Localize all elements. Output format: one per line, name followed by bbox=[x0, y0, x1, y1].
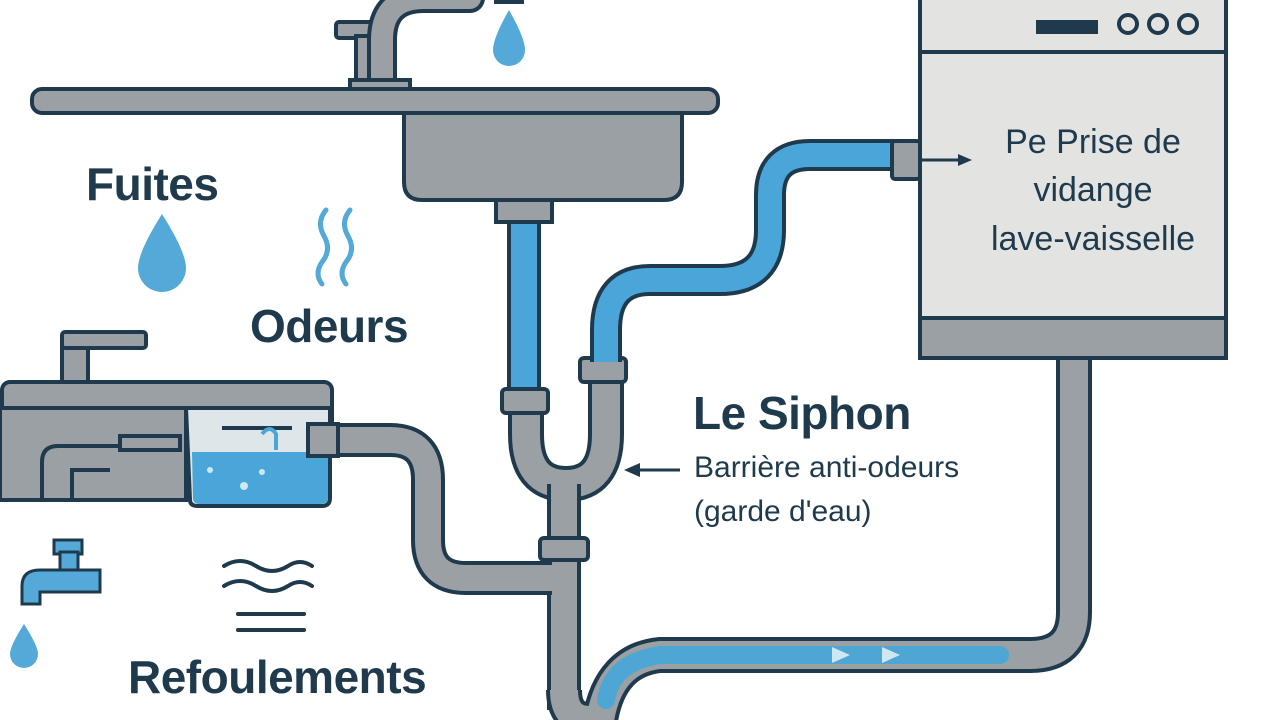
siphon-trap bbox=[500, 220, 628, 710]
water-drop-icon bbox=[10, 624, 38, 668]
sink-faucet-icon bbox=[334, 0, 524, 97]
dishwasher-label-line2: vidange bbox=[1033, 171, 1153, 210]
odor-waves-icon bbox=[315, 207, 354, 287]
backflow-label: Refoulements bbox=[128, 651, 427, 703]
dishwasher-drain-label: Pe Prise de vidange lave-vaisselle bbox=[940, 118, 1246, 263]
flow-arrow-icon bbox=[832, 647, 850, 663]
dishwasher-label-line3: lave-vaisselle bbox=[990, 219, 1196, 258]
kitchen-sink bbox=[30, 0, 720, 224]
dishwasher-label-line1: Pe Prise de bbox=[1005, 123, 1181, 161]
water-drop-icon bbox=[493, 10, 525, 66]
left-appliance bbox=[0, 330, 340, 508]
dishwasher-drain-hose bbox=[590, 139, 922, 362]
siphon-title: Le Siphon bbox=[693, 387, 911, 439]
odors-label: Odeurs bbox=[250, 300, 409, 352]
dishwasher bbox=[918, 0, 1228, 360]
main-drain-pipe bbox=[546, 350, 1092, 720]
dishwasher-drain-arrow bbox=[920, 154, 972, 166]
left-drain-pipe bbox=[320, 423, 552, 595]
siphon-description-line1: Barrière anti-odeurs bbox=[694, 451, 960, 484]
siphon-description-line2: (garde d'eau) bbox=[694, 495, 872, 528]
siphon-pointer-arrow bbox=[624, 463, 680, 477]
water-drop-icon bbox=[138, 214, 186, 292]
flow-arrow-icon bbox=[882, 647, 900, 663]
faucet-icon bbox=[20, 538, 102, 606]
leaks-label: Fuites bbox=[86, 158, 219, 210]
backflow-waves-icon bbox=[222, 559, 314, 632]
